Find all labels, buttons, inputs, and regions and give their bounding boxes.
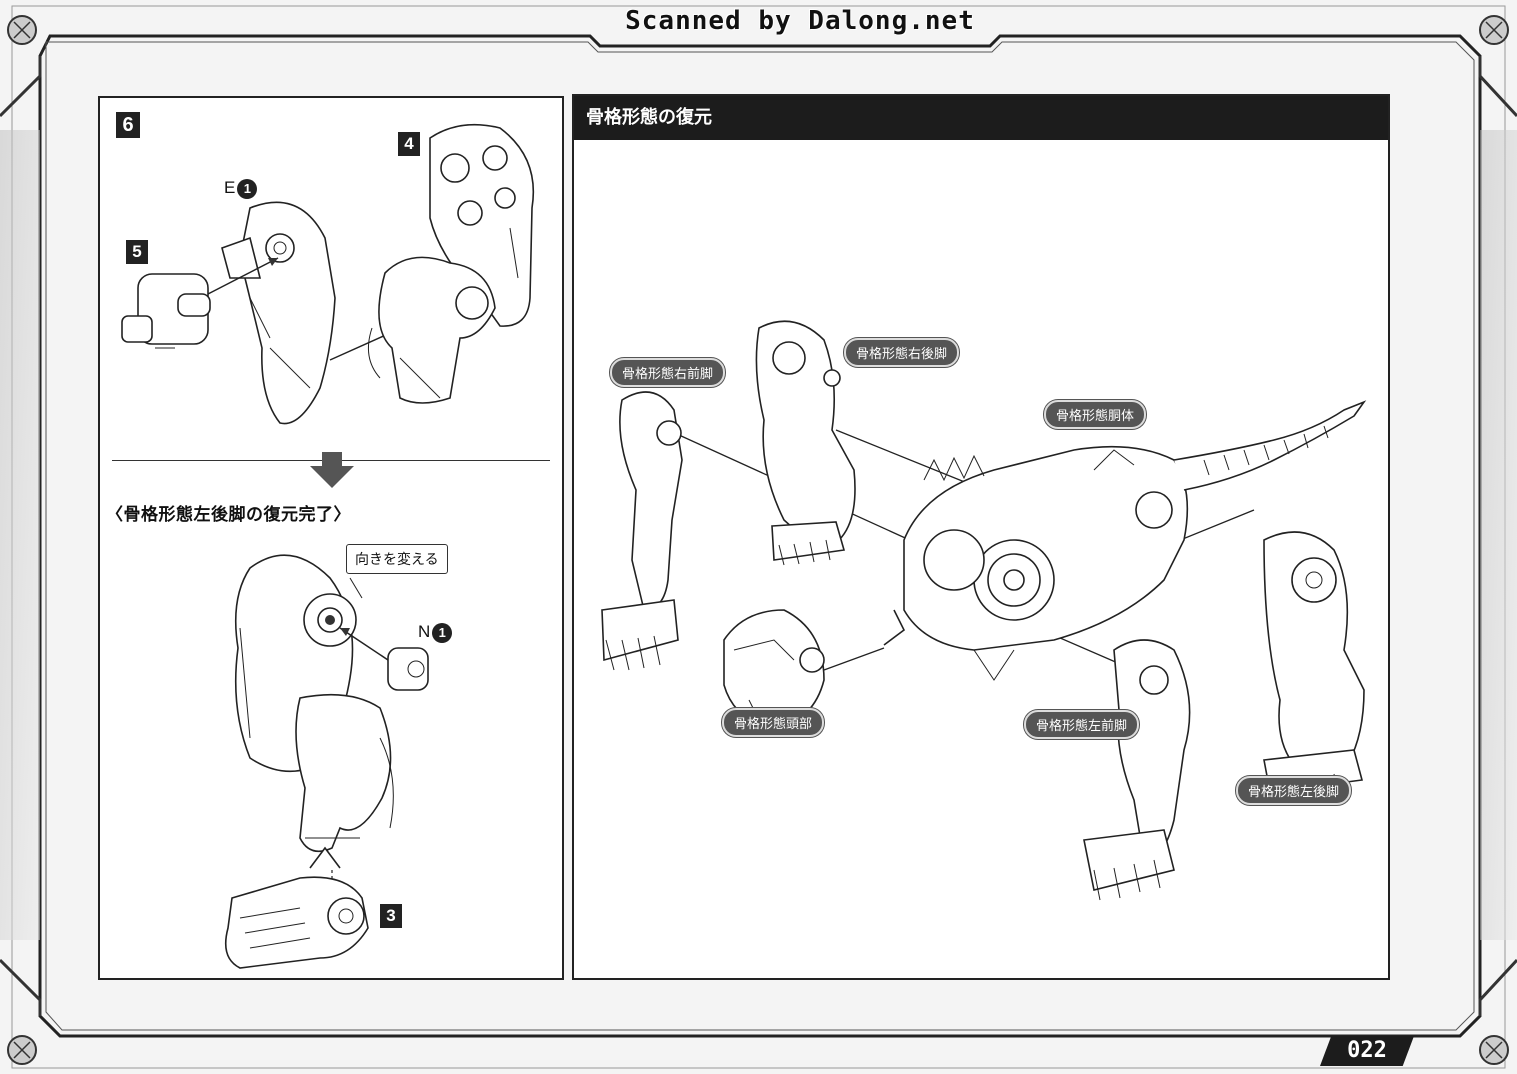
part-circle-number: 1 [237, 178, 258, 199]
part-number-4: 4 [398, 132, 420, 156]
skeleton-restoration-panel: 骨格形態の復元 [572, 94, 1390, 980]
callout-turn-direction: 向きを変える [346, 544, 448, 574]
completion-title: 〈骨格形態左後脚の復元完了〉 [106, 505, 351, 525]
label-body: 骨格形態胴体 [1044, 400, 1147, 429]
step-number: 6 [116, 112, 140, 138]
label-left-front-leg: 骨格形態左前脚 [1024, 710, 1140, 739]
label-right-hind-leg: 骨格形態右後脚 [844, 338, 960, 367]
leg-assembly-drawing [224, 554, 429, 969]
step-6-parts-illustration [121, 123, 535, 425]
right-hind-leg-drawing [755, 320, 856, 566]
completed-left-hind-leg-illustration [224, 554, 429, 969]
part-5-drawing [121, 273, 211, 349]
part-number-3: 3 [380, 904, 402, 928]
corner-bolt-icon [7, 15, 1509, 1065]
label-head: 骨格形態頭部 [722, 708, 825, 737]
label-right-front-leg: 骨格形態右前脚 [610, 358, 726, 387]
part-e1-drawing [221, 201, 336, 425]
part-number-5: 5 [126, 240, 148, 264]
part-circle-number: 1 [432, 622, 453, 643]
down-arrow-icon [310, 452, 354, 488]
left-hind-leg-drawing [1263, 531, 1365, 801]
part-4-drawing [367, 123, 535, 404]
left-front-leg-drawing [1083, 639, 1191, 901]
page-number: 022 [1320, 1036, 1414, 1066]
scan-watermark: Scanned by Dalong.net [625, 6, 975, 36]
label-left-hind-leg: 骨格形態左後脚 [1236, 776, 1352, 805]
part-letter: N [418, 622, 431, 641]
panel-header: 骨格形態の復元 [574, 96, 1388, 140]
skeleton-assembly-illustration [601, 320, 1367, 901]
part-letter: E [224, 178, 236, 197]
right-front-leg-drawing [601, 391, 683, 671]
body-drawing [883, 400, 1367, 681]
